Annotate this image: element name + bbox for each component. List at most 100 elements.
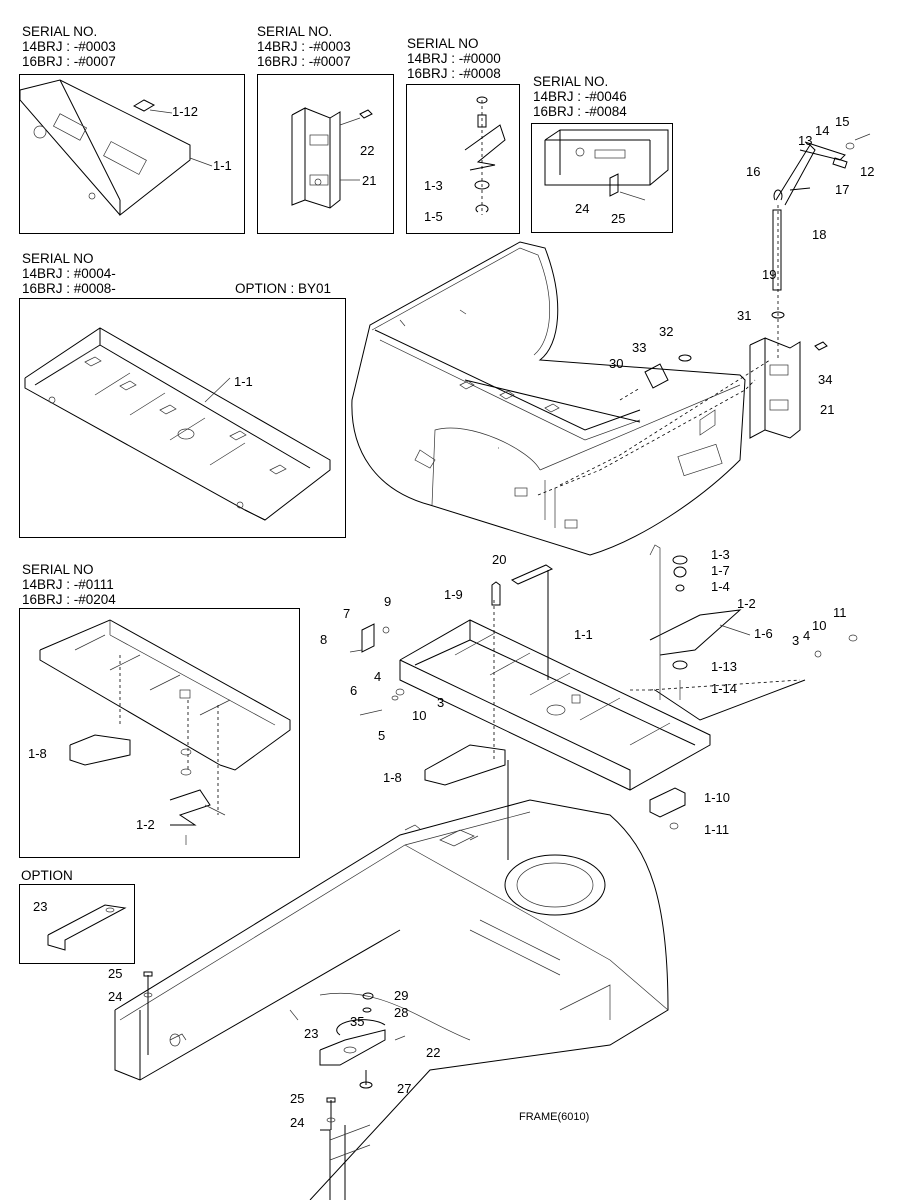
part-label: 1-11	[704, 822, 730, 837]
part-label: 17	[835, 182, 850, 197]
inset-option-bracket-drawing	[47, 904, 127, 951]
inset-frame-early-drawing	[19, 79, 213, 217]
box6-serial-header: SERIAL NO 14BRJ : -#0111 16BRJ : -#0204	[22, 562, 116, 607]
part-label: 1-6	[754, 626, 773, 641]
part-label: 10	[412, 708, 427, 723]
box6-serial-line1: 14BRJ : -#0111	[22, 577, 114, 592]
part-label: 1-4	[711, 579, 730, 594]
part-label: 15	[835, 114, 850, 129]
box1-serial-header: SERIAL NO. 14BRJ : -#0003 16BRJ : -#0007	[22, 24, 116, 69]
part-label: 34	[818, 372, 833, 387]
part-label: 13	[798, 133, 813, 148]
part-label: 1-3	[711, 547, 730, 562]
box2-serial-header: SERIAL NO. 14BRJ : -#0003 16BRJ : -#0007	[257, 24, 351, 69]
part-label: 8	[320, 632, 328, 647]
upper-body-drawing	[351, 241, 746, 556]
inset-box-frame-blocks	[19, 608, 300, 858]
part-label: 1-2	[136, 817, 155, 832]
box5-serial-title: SERIAL NO	[22, 251, 94, 266]
connector-lines-upper	[537, 205, 779, 496]
inset-box-option	[19, 884, 135, 964]
part-label: 21	[820, 402, 835, 417]
box4-serial-header: SERIAL NO. 14BRJ : -#0046 16BRJ : -#0084	[533, 74, 627, 119]
box3-serial-header: SERIAL NO 14BRJ : -#0000 16BRJ : -#0008	[407, 36, 501, 81]
part-label: 1-8	[28, 746, 47, 761]
inset-box-block	[531, 123, 673, 233]
part-label: 3	[437, 695, 445, 710]
part-label: 21	[362, 173, 377, 188]
part-label: 4	[803, 628, 811, 643]
part-label: 27	[397, 1081, 412, 1096]
box3-serial-line1: 14BRJ : -#0000	[407, 51, 501, 66]
part-label: 1-12	[172, 104, 199, 119]
box5-serial-line1: 14BRJ : #0004-	[22, 266, 116, 281]
inset-box-plate	[406, 84, 520, 234]
box2-serial-line1: 14BRJ : -#0003	[257, 39, 351, 54]
inset-block-drawing	[544, 129, 669, 201]
part-label: 4	[374, 669, 382, 684]
inset-box-bracket	[257, 74, 394, 234]
part-label: 23	[304, 1026, 319, 1041]
inset-box-frame-option	[19, 298, 346, 538]
box7-option-title: OPTION	[21, 868, 73, 883]
part-label: 25	[108, 966, 123, 981]
box5-serial-line2: 16BRJ : #0008-	[22, 281, 116, 296]
part-label: 29	[394, 988, 409, 1003]
part-label: 9	[384, 594, 392, 609]
part-label: 1-10	[704, 790, 731, 805]
box4-serial-line2: 16BRJ : -#0084	[533, 104, 627, 119]
part-label: 6	[350, 683, 358, 698]
main-frame-drawing	[349, 544, 858, 860]
part-label: 1-3	[424, 178, 443, 193]
inset-frame-blocks-drawing	[39, 619, 291, 845]
part-label: 20	[492, 552, 507, 567]
box4-serial-title: SERIAL NO.	[533, 74, 609, 89]
part-label: 1-1	[574, 627, 593, 642]
box1-serial-title: SERIAL NO.	[22, 24, 98, 39]
part-label: 24	[575, 201, 590, 216]
box3-serial-line2: 16BRJ : -#0008	[407, 66, 501, 81]
lower-frame-drawing	[114, 799, 669, 1200]
part-label: 33	[632, 340, 647, 355]
part-label: 22	[426, 1045, 441, 1060]
box5-option-label: OPTION : BY01	[235, 281, 332, 296]
part-label: 5	[378, 728, 386, 743]
part-label: 1-9	[444, 587, 463, 602]
inset-box-frame-early	[19, 74, 245, 234]
part-label: 1-1	[234, 374, 253, 389]
box5-serial-header: SERIAL NO 14BRJ : #0004- 16BRJ : #0008-	[22, 251, 116, 296]
part-label: 28	[394, 1005, 409, 1020]
part-label: 1-5	[424, 209, 443, 224]
part-label: 30	[609, 356, 624, 371]
part-label: 10	[812, 618, 827, 633]
inset-plate-drawing	[464, 96, 506, 215]
box1-serial-line1: 14BRJ : -#0003	[22, 39, 116, 54]
part-label: 25	[611, 211, 626, 226]
box4-serial-line1: 14BRJ : -#0046	[533, 89, 627, 104]
part-label: 16	[746, 164, 761, 179]
part-label: 1-2	[737, 596, 756, 611]
part-label: 24	[290, 1115, 305, 1130]
part-label: 7	[343, 606, 351, 621]
part-label: 25	[290, 1091, 305, 1106]
inset-bracket-drawing	[291, 107, 373, 209]
part-label: 1-7	[711, 563, 730, 578]
part-label: 19	[762, 267, 777, 282]
box2-serial-title: SERIAL NO.	[257, 24, 333, 39]
part-label: 1-14	[711, 681, 738, 696]
box6-serial-title: SERIAL NO	[22, 562, 94, 577]
part-label: 18	[812, 227, 827, 242]
part-label: 1-8	[383, 770, 402, 785]
box3-serial-title: SERIAL NO	[407, 36, 479, 51]
part-label: 31	[737, 308, 752, 323]
part-label: 3	[792, 633, 800, 648]
part-label: 35	[350, 1014, 365, 1029]
box6-serial-line2: 16BRJ : -#0204	[22, 592, 116, 607]
box2-serial-line2: 16BRJ : -#0007	[257, 54, 351, 69]
part-label: 24	[108, 989, 123, 1004]
drawing-caption: FRAME(6010)	[519, 1111, 590, 1123]
part-label: 1-1	[213, 158, 232, 173]
part-label: 14	[815, 123, 830, 138]
part-label: 32	[659, 324, 674, 339]
box1-serial-line2: 16BRJ : -#0007	[22, 54, 116, 69]
